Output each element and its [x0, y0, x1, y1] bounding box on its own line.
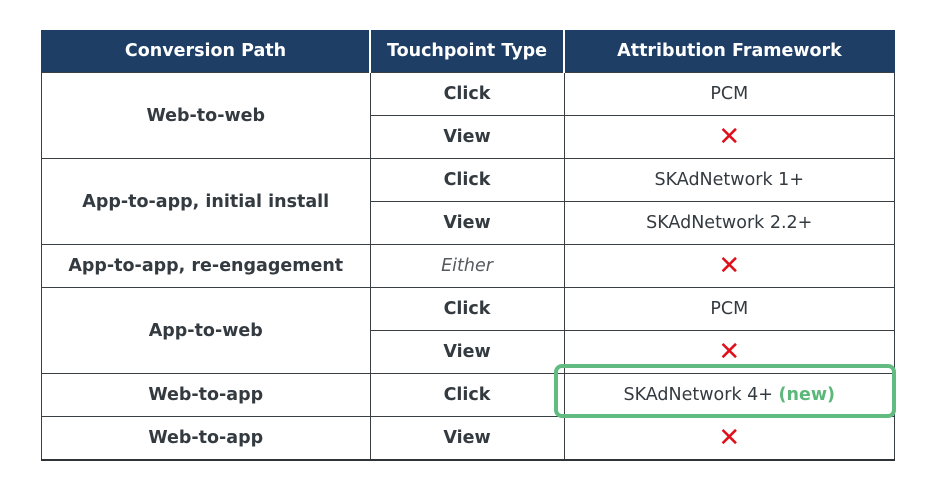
header-attribution-framework: Attribution Framework: [563, 30, 895, 73]
header-touchpoint-type: Touchpoint Type: [369, 30, 565, 73]
touchpoint-type-cell: View: [369, 201, 565, 245]
attribution-table: Conversion Path Touchpoint Type Attribut…: [41, 30, 895, 461]
touchpoint-type-cell: View: [369, 416, 565, 461]
touchpoint-type-cell: Click: [369, 287, 565, 331]
framework-name: SKAdNetwork 4+: [623, 385, 773, 405]
touchpoint-type-cell: Click: [369, 373, 565, 417]
new-tag: (new): [778, 385, 836, 405]
table-row: Web-to-app Click SKAdNetwork 4+ (new): [41, 373, 895, 417]
attribution-framework-cell: SKAdNetwork 1+: [563, 158, 895, 202]
conversion-path-cell: App-to-web: [41, 287, 371, 374]
conversion-path-cell: App-to-app, initial install: [41, 158, 371, 245]
table-row: App-to-app, re-engagement Either ✕: [41, 244, 895, 288]
attribution-framework-cell: ✕: [563, 330, 895, 374]
conversion-path-cell: Web-to-web: [41, 72, 371, 159]
red-x-icon: ✕: [718, 251, 741, 281]
attribution-framework-cell: SKAdNetwork 4+ (new): [563, 373, 895, 417]
red-x-icon: ✕: [718, 122, 741, 152]
attribution-framework-cell: SKAdNetwork 2.2+: [563, 201, 895, 245]
touchpoint-type-cell: Either: [369, 244, 565, 288]
touchpoint-type-cell: Click: [369, 72, 565, 116]
red-x-icon: ✕: [718, 337, 741, 367]
attribution-framework-cell: PCM: [563, 72, 895, 116]
red-x-icon: ✕: [718, 423, 741, 453]
attribution-framework-cell: ✕: [563, 416, 895, 461]
header-row: Conversion Path Touchpoint Type Attribut…: [41, 30, 895, 73]
attribution-framework-cell: ✕: [563, 244, 895, 288]
table-row: App-to-web Click PCM: [41, 287, 895, 374]
table-row: Web-to-web Click PCM: [41, 72, 895, 159]
table-row: App-to-app, initial install Click SKAdNe…: [41, 158, 895, 245]
conversion-path-cell: App-to-app, re-engagement: [41, 244, 371, 288]
table-row: View SKAdNetwork 2.2+: [42, 201, 895, 245]
conversion-path-cell: Web-to-app: [41, 416, 371, 461]
table-row: Web-to-app View ✕: [41, 416, 895, 461]
table-row: View ✕: [42, 115, 895, 159]
attribution-framework-cell: PCM: [563, 287, 895, 331]
touchpoint-type-cell: View: [369, 115, 565, 159]
header-conversion-path: Conversion Path: [41, 30, 371, 73]
touchpoint-type-cell: View: [369, 330, 565, 374]
touchpoint-type-cell: Click: [369, 158, 565, 202]
conversion-path-cell: Web-to-app: [41, 373, 371, 417]
attribution-framework-cell: ✕: [563, 115, 895, 159]
